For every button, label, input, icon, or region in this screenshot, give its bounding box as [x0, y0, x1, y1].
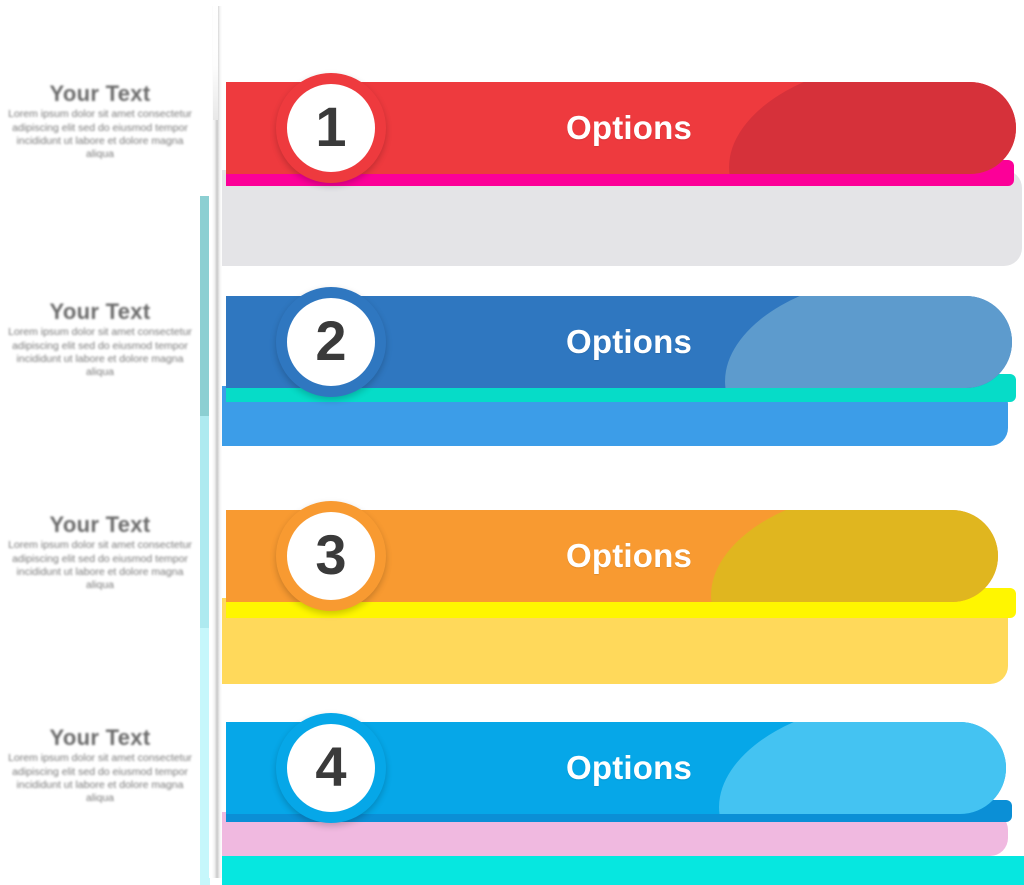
row-4-title: Your Text	[49, 725, 151, 750]
row-2-number-circle[interactable]: 2	[276, 287, 386, 397]
row-2-textblock: Your Text Lorem ipsum dolor sit amet con…	[0, 300, 200, 380]
row-4-number-circle[interactable]: 4	[276, 713, 386, 823]
row-3-body: Lorem ipsum dolor sit amet consectetur a…	[8, 539, 192, 592]
row-3-label: Options	[566, 537, 693, 574]
row-1-label: Options	[566, 109, 693, 146]
left-tint-3	[200, 416, 210, 628]
spine-taper	[213, 0, 218, 120]
row-2-swoosh	[713, 296, 1012, 388]
left-tint-4	[200, 628, 210, 885]
row-4-number: 4	[315, 734, 347, 798]
row-2-title: Your Text	[49, 299, 151, 324]
row-4-body: Lorem ipsum dolor sit amet consectetur a…	[8, 752, 192, 805]
row-3-title: Your Text	[49, 512, 151, 537]
row-1-swoosh	[717, 82, 1016, 174]
row-1-number-circle[interactable]: 1	[276, 73, 386, 183]
row-3-swoosh	[699, 510, 998, 602]
row-3-number: 3	[315, 522, 347, 586]
row-1-body: Lorem ipsum dolor sit amet consectetur a…	[8, 108, 192, 161]
footer-accent-strip	[222, 856, 1024, 885]
left-tint-1	[200, 0, 210, 196]
row-1-textblock: Your Text Lorem ipsum dolor sit amet con…	[0, 82, 200, 162]
row-2-body: Lorem ipsum dolor sit amet consectetur a…	[8, 326, 192, 379]
row-2-number: 2	[315, 308, 347, 372]
row-1-band	[222, 170, 1022, 266]
row-1-number: 1	[315, 94, 347, 158]
row-4-swoosh	[707, 722, 1006, 814]
row-2-label: Options	[566, 323, 693, 360]
vertical-spine	[209, 6, 222, 878]
row-3-textblock: Your Text Lorem ipsum dolor sit amet con…	[0, 513, 200, 593]
row-3-number-circle[interactable]: 3	[276, 501, 386, 611]
row-4-label: Options	[566, 749, 693, 786]
row-4-textblock: Your Text Lorem ipsum dolor sit amet con…	[0, 726, 200, 806]
left-tint-2	[200, 196, 210, 416]
row-1-title: Your Text	[49, 81, 151, 106]
